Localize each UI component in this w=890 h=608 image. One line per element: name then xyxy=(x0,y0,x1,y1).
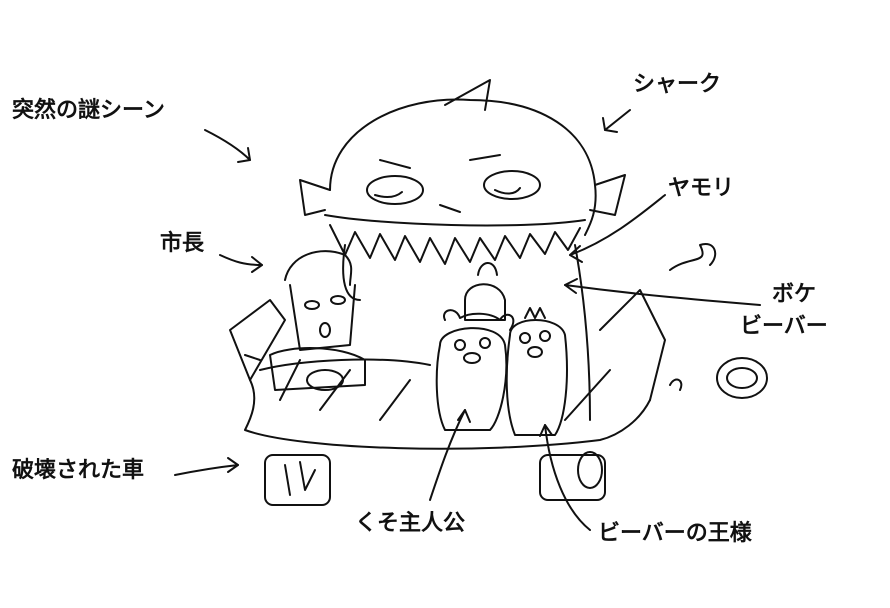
label-destroyed-car: 破壊された車 xyxy=(12,458,145,483)
label-beaver-king: ビーバーの王様 xyxy=(598,521,752,546)
label-silly-beaver-line1: ボケ xyxy=(772,282,817,307)
misc-drawing xyxy=(669,243,768,399)
label-protagonist: くそ主人公 xyxy=(355,511,466,536)
arrows xyxy=(174,109,761,531)
car-drawing xyxy=(229,289,666,506)
beavers-drawing xyxy=(435,262,568,436)
label-sudden-scene: 突然の謎シーン xyxy=(12,98,165,123)
label-gecko: ヤモリ xyxy=(668,176,735,201)
mayor-drawing xyxy=(269,250,366,391)
label-silly-beaver-line2: ビーバー xyxy=(740,314,828,339)
label-mayor: 市長 xyxy=(160,231,205,256)
label-shark: シャーク xyxy=(633,72,722,97)
